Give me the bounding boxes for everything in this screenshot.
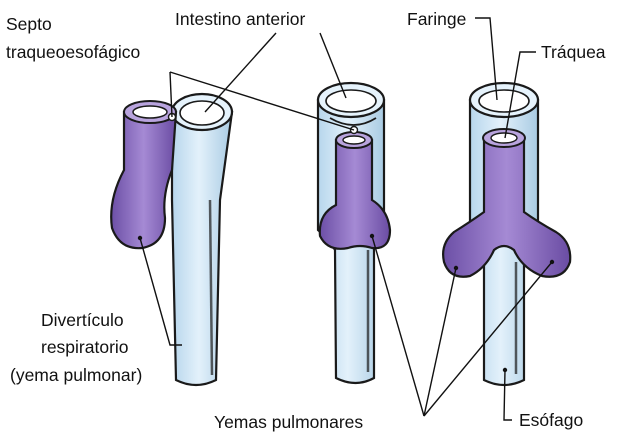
label-diverticulo-line2: respiratorio [41,337,129,357]
label-esofago: Esófago [519,410,583,430]
label-septo-line2: traqueoesofágico [6,42,140,62]
stage-2-separation [318,83,390,383]
label-diverticulo-line3: (yema pulmonar) [10,365,142,385]
stage1-respiratory-diverticulum [111,112,176,248]
label-intestino-anterior: Intestino anterior [175,9,306,29]
label-faringe: Faringe [407,9,466,29]
stage-1-diverticulum [111,94,232,385]
label-traquea: Tráquea [541,42,606,62]
stage1-foregut-tube [172,112,232,385]
label-septo-line1: Septo [6,14,52,34]
label-diverticulo-line1: Divertículo [41,310,124,330]
label-yemas-pulmonares: Yemas pulmonares [214,412,363,432]
